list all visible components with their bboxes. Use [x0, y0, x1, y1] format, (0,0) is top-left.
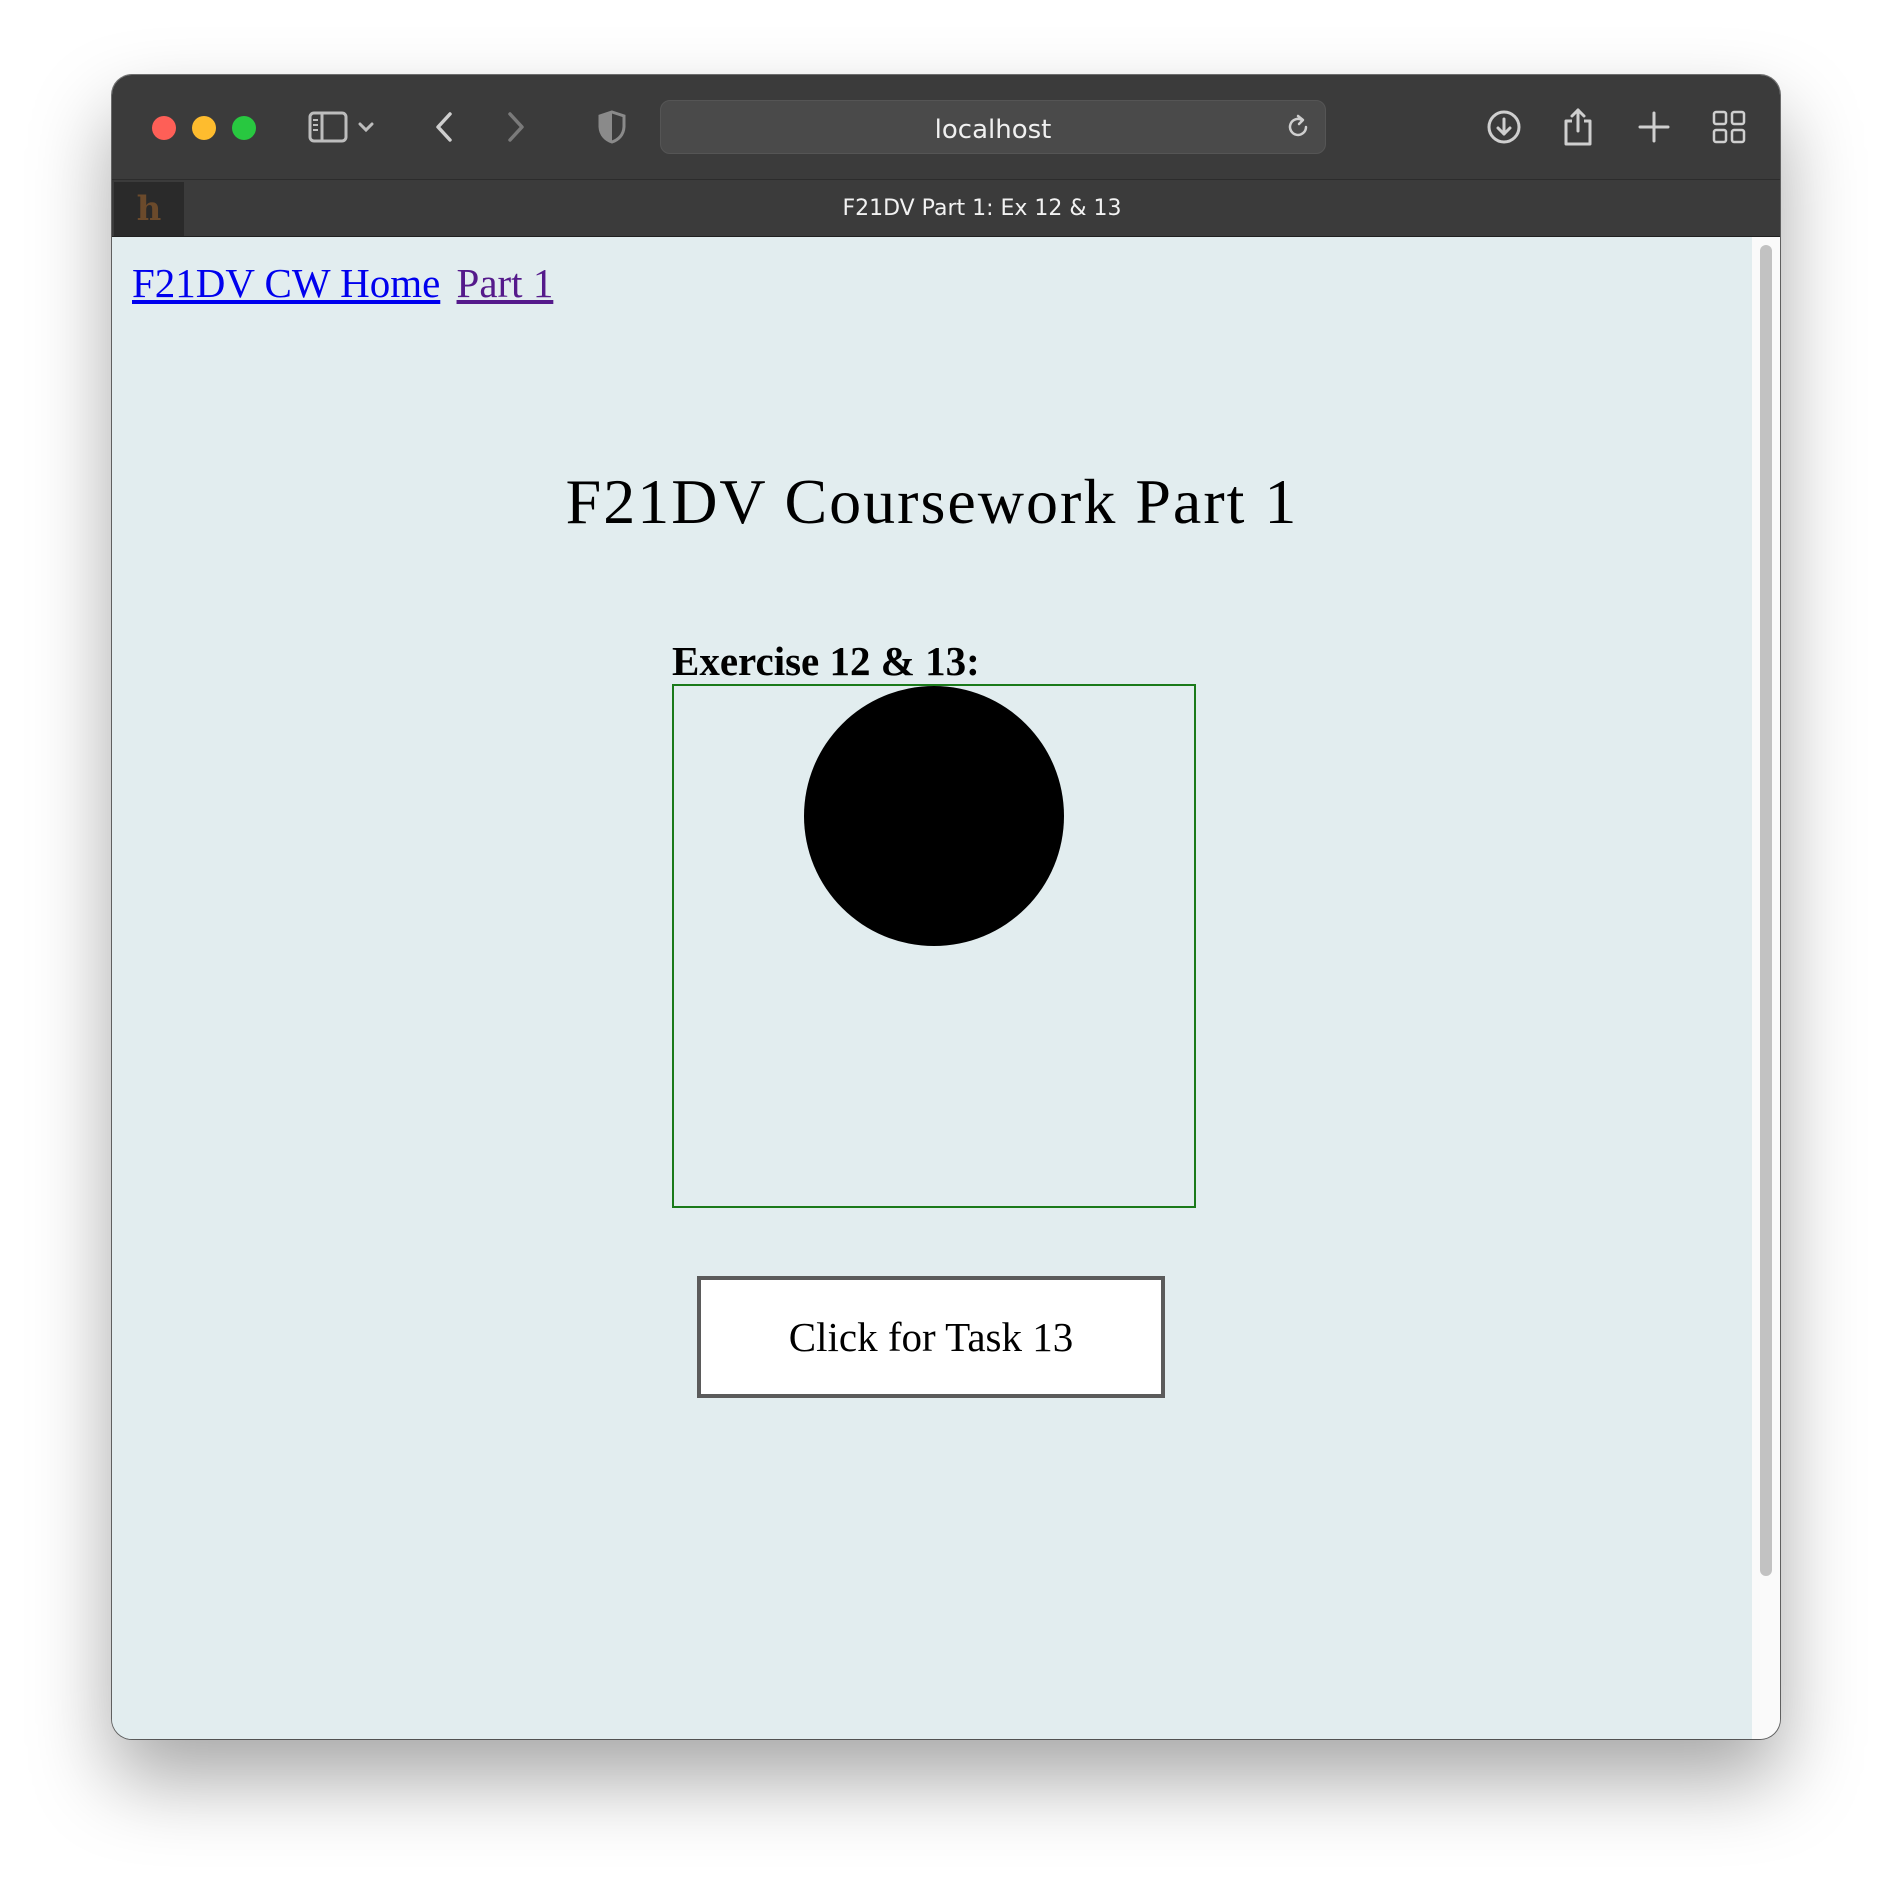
forward-icon[interactable] [506, 107, 526, 147]
minimize-window-button[interactable] [192, 116, 216, 140]
privacy-shield-icon[interactable] [598, 107, 626, 147]
downloads-icon[interactable] [1486, 107, 1522, 147]
sidebar-toggle-icon[interactable] [308, 107, 348, 147]
active-tab-title[interactable]: F21DV Part 1: Ex 12 & 13 [842, 196, 1122, 221]
page-title: F21DV Coursework Part 1 [565, 466, 1299, 537]
url-text: localhost [934, 115, 1052, 145]
task-13-button[interactable]: Click for Task 13 [697, 1276, 1165, 1398]
exercise-heading: Exercise 12 & 13: [672, 638, 980, 684]
browser-toolbar: localhost [112, 75, 1780, 179]
zoom-window-button[interactable] [232, 116, 256, 140]
page-content: F21DV CW Home Part 1 F21DV Coursework Pa… [112, 237, 1752, 1739]
pinned-tab[interactable]: h [114, 182, 184, 236]
scrollbar-thumb[interactable] [1760, 245, 1772, 1576]
black-circle [804, 686, 1064, 946]
tab-bar: h F21DV Part 1: Ex 12 & 13 [112, 179, 1780, 237]
back-icon[interactable] [434, 107, 454, 147]
svg-canvas [672, 684, 1196, 1208]
share-icon[interactable] [1562, 107, 1594, 147]
reload-icon[interactable] [1285, 114, 1311, 145]
address-bar[interactable]: localhost [660, 100, 1326, 154]
new-tab-icon[interactable] [1638, 107, 1670, 147]
close-window-button[interactable] [152, 116, 176, 140]
top-nav: F21DV CW Home Part 1 [132, 259, 553, 307]
home-link[interactable]: F21DV CW Home [132, 260, 441, 306]
part-1-link[interactable]: Part 1 [456, 260, 554, 306]
tab-overview-icon[interactable] [1712, 107, 1746, 147]
favicon-letter: h [136, 189, 162, 229]
browser-window: localhost h F21DV Part 1: Ex 12 & 13 F21… [112, 75, 1780, 1739]
chevron-down-icon[interactable] [358, 107, 374, 147]
